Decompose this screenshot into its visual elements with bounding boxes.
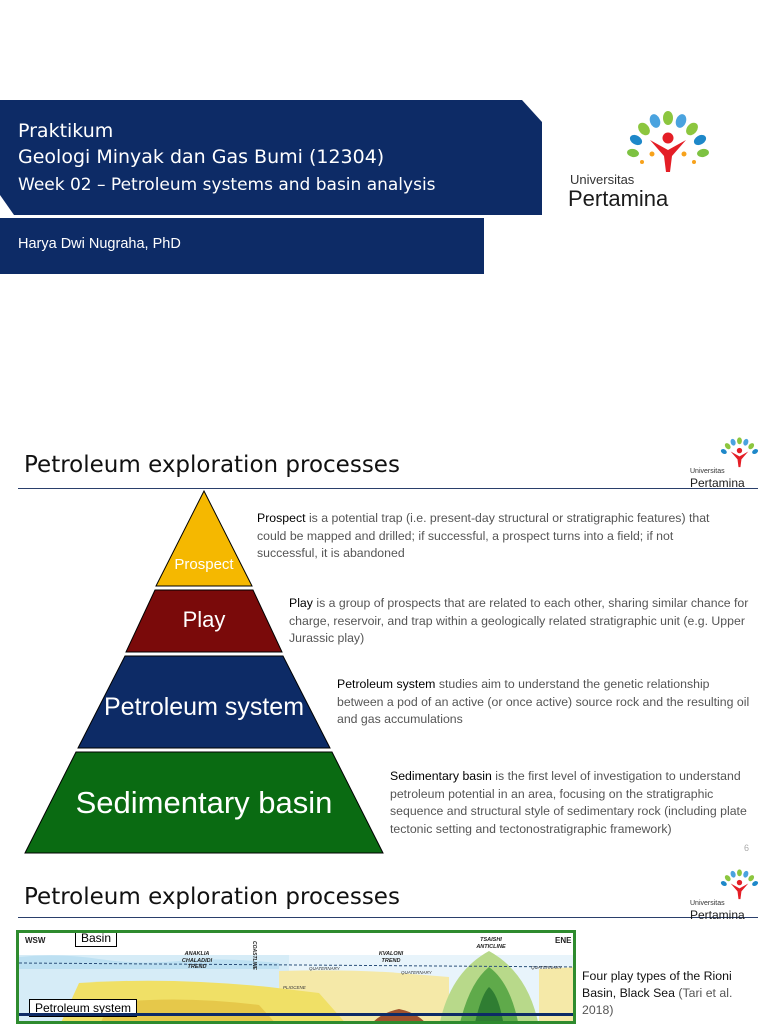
logo-word-universitas: Universitas <box>690 468 725 475</box>
logo-people-icon <box>720 869 759 900</box>
pyramid-tier-sedimentary-basin <box>24 751 384 854</box>
cross-section-diagram: WSW ENE Basin Petroleum system ANAKLIA C… <box>16 930 576 1024</box>
label-trend-1: TREND <box>187 964 207 970</box>
pyramid-label-prospect: Prospect <box>174 556 234 573</box>
label-trend-2: TREND <box>381 957 401 964</box>
heading-rule <box>18 917 758 918</box>
heading-rule <box>18 488 758 489</box>
label-anaklia-trend: ANAKLIA CHALADIDI TREND <box>167 951 227 971</box>
logo-word-universitas: Universitas <box>570 172 635 187</box>
desc-play: Play is a group of prospects that are re… <box>289 595 759 648</box>
logo-word-pertamina: Pertamina <box>690 908 745 922</box>
desc-text: is a potential trap (i.e. present-day st… <box>257 511 710 560</box>
label-ene: ENE <box>555 936 572 945</box>
desc-term: Play <box>289 596 313 610</box>
label-quaternary-2: QUATERNARY <box>401 970 432 975</box>
pyramid-label-play: Play <box>182 607 226 632</box>
caption-citation: (Tari et al. 2018) <box>582 986 733 1017</box>
desc-term: Prospect <box>257 511 306 525</box>
pyramid-label-petroleum-system: Petroleum system <box>103 693 305 721</box>
label-petroleum-system: Petroleum system <box>29 999 138 1017</box>
label-kvaloni-trend: KVALONI TREND <box>371 951 411 964</box>
logo-word-universitas: Universitas <box>690 900 725 907</box>
label-quaternary-1: QUATERNARY <box>309 966 340 971</box>
desc-prospect: Prospect is a potential trap (i.e. prese… <box>257 510 735 563</box>
desc-term: Sedimentary basin <box>390 769 492 783</box>
logo-people-icon <box>720 437 759 468</box>
desc-sedimentary-basin: Sedimentary basin is the first level of … <box>390 768 764 838</box>
figure-caption: Four play types of the Rioni Basin, Blac… <box>582 968 762 1019</box>
slide-heading: Petroleum exploration processes <box>24 452 400 478</box>
petroleum-system-outline <box>19 1013 573 1021</box>
pyramid-label-sedimentary-basin: Sedimentary basin <box>75 785 333 820</box>
pyramid-tier-prospect <box>155 489 253 587</box>
label-tsaishi: TSAISHI <box>480 937 502 943</box>
author-name: Harya Dwi Nugraha, PhD <box>18 236 181 252</box>
label-pliocene: PLIOCENE <box>283 985 306 990</box>
desc-petroleum-system: Petroleum system studies aim to understa… <box>337 676 757 729</box>
exploration-pyramid <box>24 489 384 854</box>
label-tsaishi-anticline: TSAISHI ANTICLINE <box>465 937 517 950</box>
caption-main: Four play types of the Rioni Basin, Blac… <box>582 969 732 1000</box>
rioni-basin-slide: Petroleum exploration processes Universi… <box>0 864 768 1024</box>
label-chaladidi: CHALADIDI <box>181 957 213 964</box>
pyramid-tier-play <box>125 589 283 653</box>
desc-term: Petroleum system <box>337 677 436 691</box>
logo-people-icon <box>627 111 709 172</box>
logo-word-pertamina: Pertamina <box>568 186 669 211</box>
university-logo: Universitas Pertamina <box>568 110 718 220</box>
label-anticline: ANTICLINE <box>476 943 506 950</box>
university-logo-small: Universitas Pertamina <box>690 868 760 924</box>
pyramid-tier-petroleum-system <box>77 655 331 749</box>
desc-text: is a group of prospects that are related… <box>289 596 749 645</box>
author-banner <box>0 218 484 274</box>
university-logo-small: Universitas Pertamina <box>690 436 760 492</box>
title-line-1: Praktikum <box>18 120 114 142</box>
label-quaternary-3: QUATERNARY <box>531 965 562 970</box>
title-slide: Praktikum Geologi Minyak dan Gas Bumi (1… <box>0 0 768 430</box>
title-banner <box>0 100 542 215</box>
desc-text: studies aim to understand the genetic re… <box>337 677 750 726</box>
desc-text: is the first level of investigation to u… <box>390 769 747 836</box>
label-wsw: WSW <box>25 936 46 945</box>
page-number: 6 <box>744 843 750 853</box>
title-line-3: Week 02 – Petroleum systems and basin an… <box>18 175 436 195</box>
title-line-2: Geologi Minyak dan Gas Bumi (12304) <box>18 146 385 168</box>
label-anaklia: ANAKLIA <box>184 951 210 957</box>
slide-heading: Petroleum exploration processes <box>24 884 400 910</box>
label-basin: Basin <box>75 933 118 947</box>
label-kvaloni: KVALONI <box>378 951 404 957</box>
logo-word-pertamina: Pertamina <box>690 476 745 490</box>
exploration-pyramid-slide: Petroleum exploration processes Universi… <box>0 432 768 862</box>
label-coastline: COASTLINE <box>251 941 257 970</box>
